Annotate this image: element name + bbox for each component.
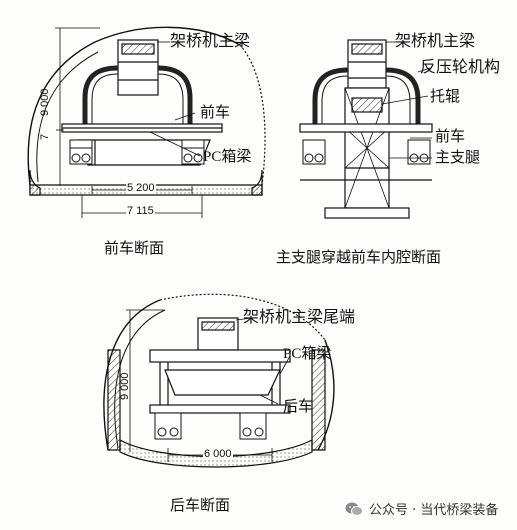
rear-width-dim: 6 000 [203,448,233,460]
front-outer-width-dim: 7 115 [126,205,155,217]
front-section [27,26,266,218]
rear-girder-tail-label: 架桥机主梁尾端 [243,309,356,326]
front-front-car-label: 前车 [200,105,231,121]
leg-front-car-label: 前车 [435,129,466,145]
leg-counter-wheel-label: 反压轮机构 [420,59,501,76]
rear-rear-car-label: 后车 [283,399,314,415]
wechat-icon [345,502,363,516]
rear-height-dim: 9 000 [119,372,131,400]
front-inner-width-dim: 5 200 [126,182,156,194]
leg-section-caption: 主支腿穿越前车内腔断面 [276,248,442,266]
leg-bogie-right [407,139,431,165]
front-section-caption: 前车断面 [104,239,165,257]
watermark: 公众号 · 当代桥梁装备 [345,499,498,518]
leg-section [299,39,433,219]
rear-bogie-left [154,412,182,440]
front-main-girder-label: 架桥机主梁 [170,33,251,50]
front-bogie-left [69,139,93,165]
leg-main-leg-label: 主支腿 [435,150,481,166]
rear-section [103,293,335,468]
front-pc-box-label: PC箱梁 [203,149,252,165]
rear-section-caption: 后车断面 [170,496,231,514]
leg-bogie-left [302,139,326,165]
watermark-text: 公众号 · 当代桥梁装备 [369,503,499,518]
leg-main-girder-label: 架桥机主梁 [395,33,476,50]
rear-bogie-right [239,412,267,440]
leg-idler-label: 托辊 [430,89,461,105]
front-bogie-right [181,139,205,165]
front-height-dim: 9 000 [39,88,51,116]
rear-pc-box-label: PC箱梁 [283,346,332,362]
front-height-small-dim: 7 [39,133,51,140]
